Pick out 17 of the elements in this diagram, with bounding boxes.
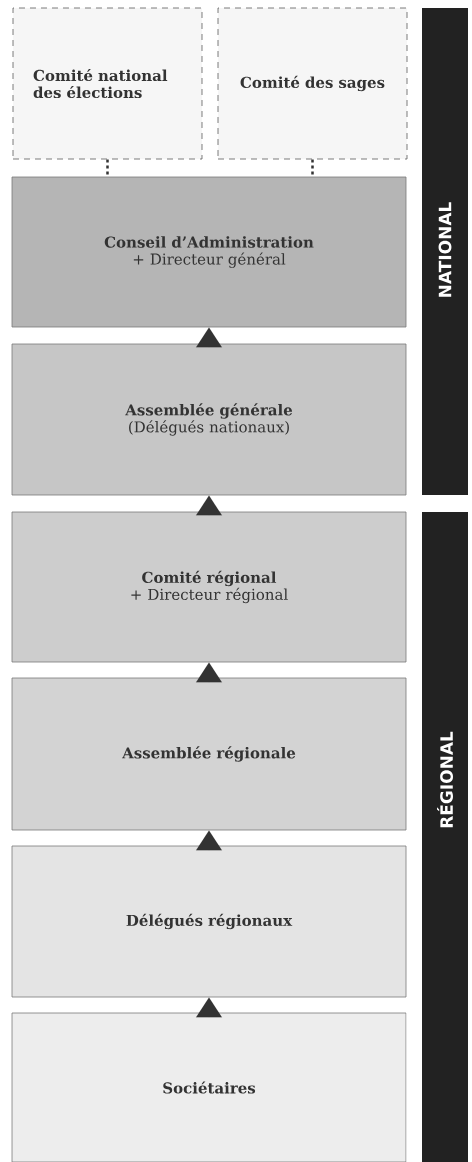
organ-box: Assemblée générale (Délégués nationaux): [11, 343, 407, 496]
committee-box: Comité des sages: [217, 7, 408, 160]
organ-box: Sociétaires: [11, 1012, 407, 1162]
committee-box: Comité national des élections: [12, 7, 203, 160]
organ-box: Assemblée régionale: [11, 677, 407, 831]
arrow: [196, 327, 222, 348]
organ-box: Conseil d’Administration + Directeur général: [11, 176, 407, 328]
arrow: [196, 997, 222, 1018]
connector-line: [106, 159, 109, 177]
connector-line: [311, 159, 314, 177]
organ-box: Comité régional + Directeur régional: [11, 511, 407, 663]
arrow: [196, 495, 222, 516]
section-band: NATIONAL: [422, 8, 468, 495]
organ-box: Délégués régionaux: [11, 845, 407, 998]
section-band: RÉGIONAL: [422, 512, 468, 1162]
arrow: [196, 662, 222, 683]
arrow: [196, 830, 222, 851]
